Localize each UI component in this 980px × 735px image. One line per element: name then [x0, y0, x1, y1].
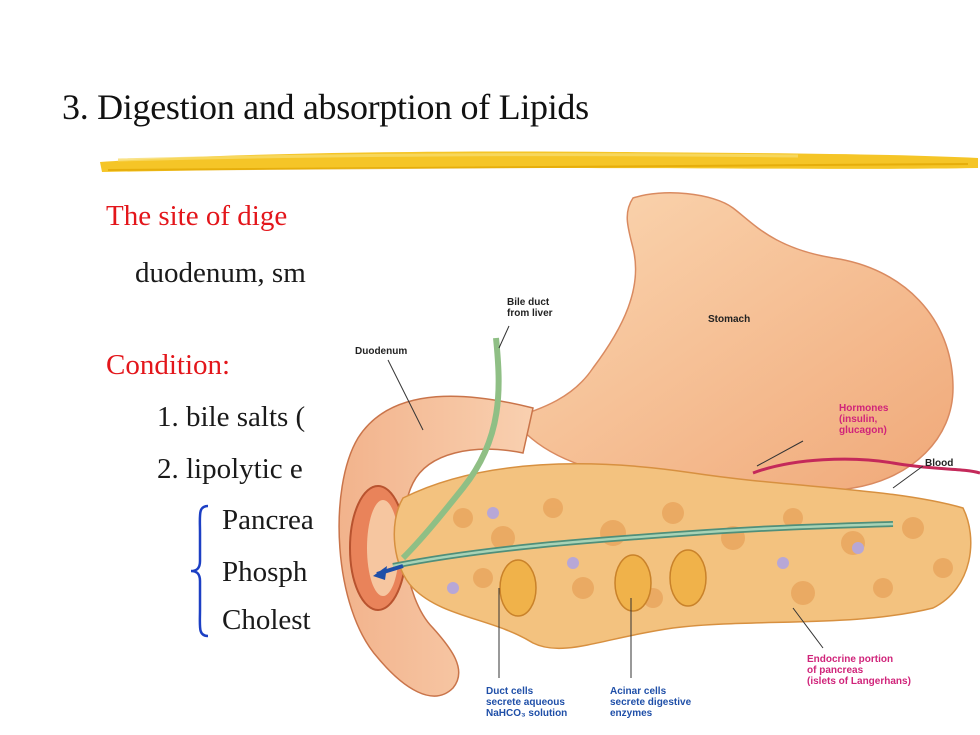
condition-item-2: 2. lipolytic e	[157, 453, 303, 485]
blood-label: Blood	[925, 458, 953, 469]
condition-item-1: 1. bile salts (	[157, 401, 306, 433]
enzyme-item-3: Cholest	[222, 604, 311, 636]
stomach-label: Stomach	[708, 314, 750, 325]
site-detail-line: duodenum, sm	[135, 257, 306, 289]
blood-vessel	[752, 457, 980, 475]
site-line: The site of dige	[106, 200, 288, 232]
enzyme-item-1: Pancrea	[222, 504, 314, 536]
highlighter-underline-icon	[100, 151, 978, 172]
bile-duct	[400, 337, 502, 561]
condition-heading: Condition:	[106, 349, 231, 381]
brace-icon	[190, 504, 209, 638]
hormones-label: Hormones(insulin,glucagon)	[839, 403, 889, 436]
duodenum-shape	[338, 395, 534, 697]
enzyme-item-2: Phosph	[222, 556, 308, 588]
duodenum-label: Duodenum	[355, 346, 407, 357]
slide-title: 3. Digestion and absorption of Lipids	[62, 87, 589, 127]
